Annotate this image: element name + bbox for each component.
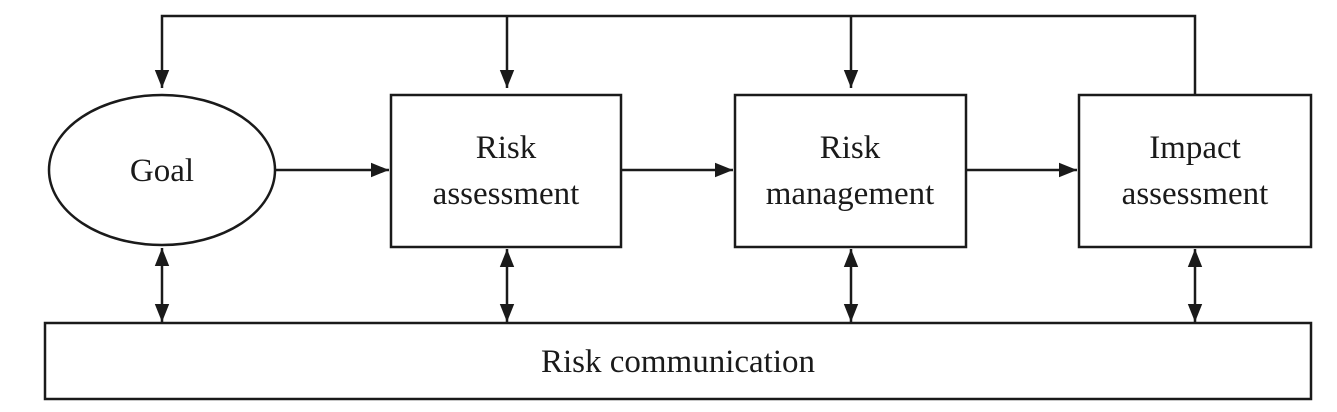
risk-assessment-node: Risk assessment (389, 93, 623, 249)
risk-assessment-label-line1: Risk (476, 130, 537, 166)
impact-assessment-label-line1: Impact (1149, 130, 1241, 166)
risk-management-node: Risk management (733, 93, 968, 249)
risk-communication-node: Risk communication (43, 321, 1313, 401)
goal-node: Goal (47, 93, 277, 247)
impact-assessment-node: Impact assessment (1077, 93, 1313, 249)
risk-management-label-line2: management (766, 176, 935, 212)
risk-management-box (733, 93, 968, 249)
goal-label: Goal (130, 153, 194, 189)
risk-communication-box (43, 321, 1313, 401)
impact-assessment-box (1077, 93, 1313, 249)
feedback-loop-line (154, 14, 1197, 95)
risk-assessment-label-line2: assessment (433, 176, 580, 212)
risk-communication-label: Risk communication (541, 344, 815, 380)
risk-management-label-line1: Risk (820, 130, 881, 166)
goal-ellipse (47, 93, 277, 247)
risk-assessment-box (389, 93, 623, 249)
impact-assessment-label-line2: assessment (1122, 176, 1269, 212)
